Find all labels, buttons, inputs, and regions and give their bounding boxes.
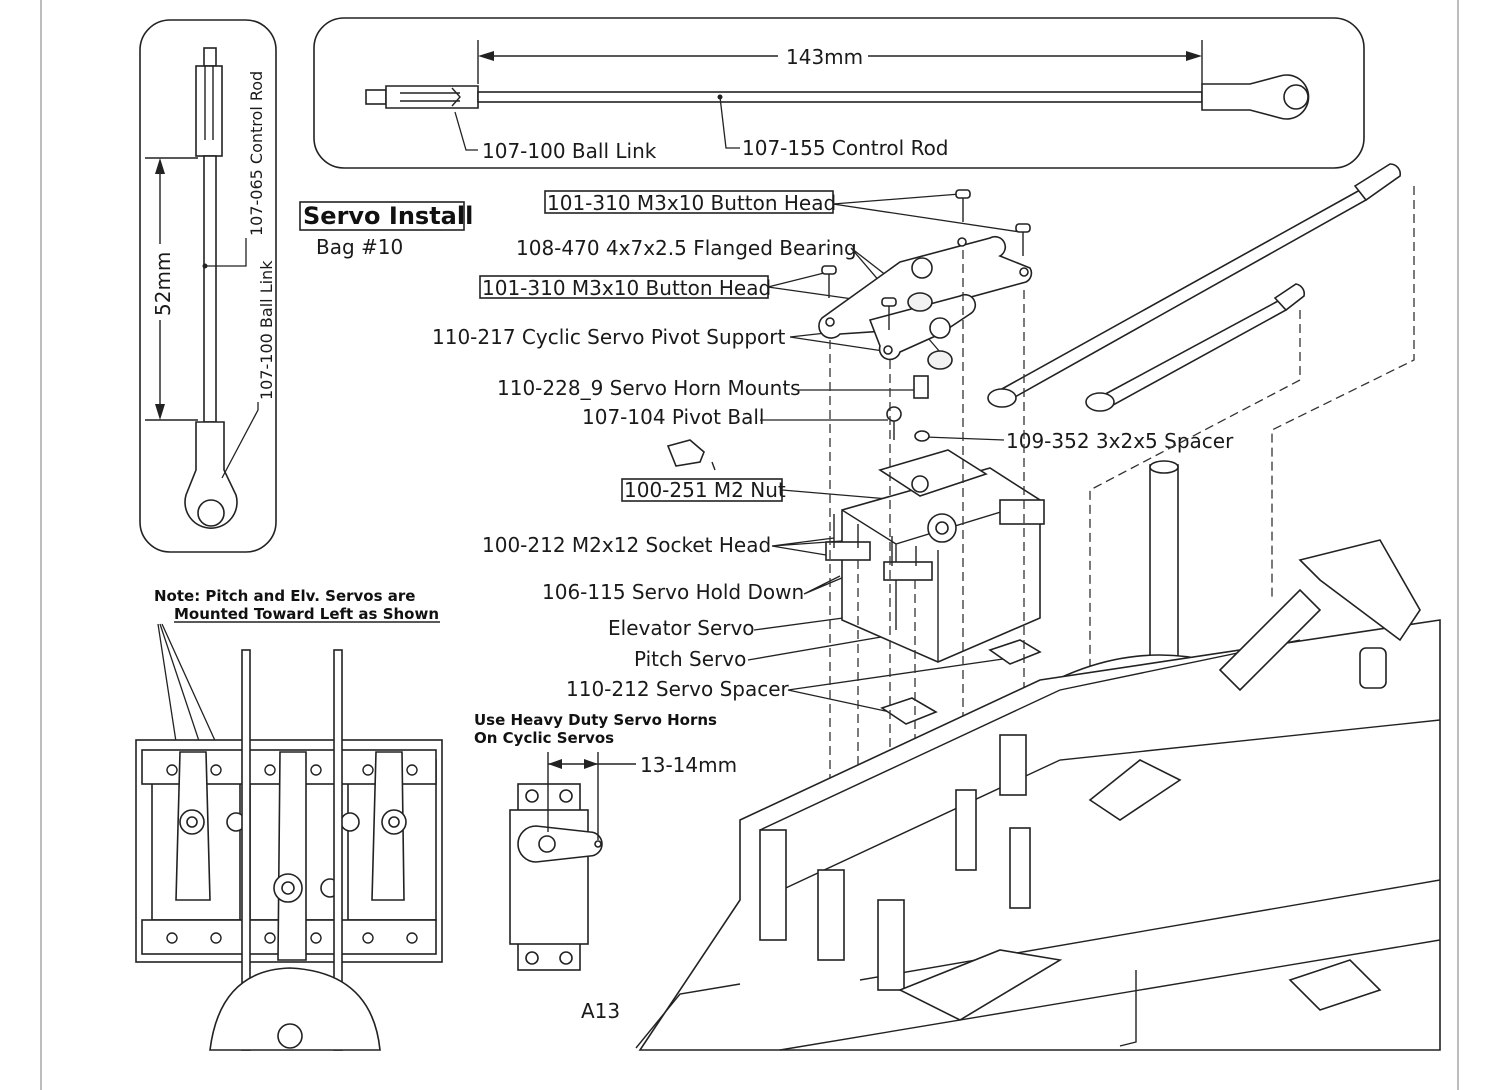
servo-mount-note-line2: Mounted Toward Left as Shown — [174, 605, 439, 623]
long-rod-dimension: 143mm — [786, 45, 863, 69]
long-rod-panel — [313, 17, 1365, 169]
callout-horn-mounts: 110-228_9 Servo Horn Mounts — [497, 376, 801, 400]
callout-servo-spacer: 110-212 Servo Spacer — [566, 677, 790, 701]
exploded-parts — [666, 189, 1033, 471]
servo-hold-down-left — [825, 541, 871, 561]
servo-arm-center — [277, 751, 307, 961]
long-rod-left-link — [385, 85, 479, 109]
horn-dimension: 13-14mm — [640, 753, 737, 777]
servo-mount-note-line1: Note: Pitch and Elv. Servos are — [154, 587, 415, 605]
servo-tray-base — [209, 967, 381, 1051]
callout-button-head-upper: 101-310 M3x10 Button Head — [547, 191, 836, 215]
callout-pivot-ball: 107-104 Pivot Ball — [582, 405, 764, 429]
servo-block — [841, 467, 1041, 663]
bag-number: Bag #10 — [316, 235, 403, 259]
long-rod-detail: 143mm 107-100 Ball Link 107-155 Control … — [313, 17, 1365, 169]
callout-pitch-servo: Pitch Servo — [634, 647, 746, 671]
frame-post — [999, 734, 1027, 796]
servo-hold-down-right — [883, 561, 933, 581]
short-rod-top-tip — [203, 47, 217, 67]
long-rod-left-tip — [365, 89, 387, 105]
servo-horn-outline — [517, 825, 603, 863]
callout-button-head-lower: 101-310 M3x10 Button Head — [482, 276, 771, 300]
callout-flanged-bearing: 108-470 4x7x2.5 Flanged Bearing — [516, 236, 857, 260]
servo-horn — [878, 449, 988, 497]
long-rod-ball-link-label: 107-100 Ball Link — [482, 139, 657, 163]
figure-title: Servo Install — [303, 202, 473, 230]
callout-servo-hold-down: 106-115 Servo Hold Down — [542, 580, 804, 604]
servo-spacer-back — [988, 639, 1042, 665]
button-head-screws — [821, 189, 1031, 330]
linkage-rods — [987, 163, 1401, 412]
pivot-support-upper — [818, 235, 1033, 339]
callout-elevator-servo: Elevator Servo — [608, 616, 755, 640]
horn-note-line2: On Cyclic Servos — [474, 729, 614, 747]
short-rod-top-link — [195, 65, 223, 157]
bearing-upper — [907, 292, 933, 312]
horn-note-line1: Use Heavy Duty Servo Horns — [474, 711, 717, 729]
short-rod-control-rod-label: 107-065 Control Rod — [247, 71, 266, 236]
frame-bolt-right — [1359, 647, 1387, 689]
page-border-left — [40, 0, 42, 1090]
linkage-rod-short — [1096, 298, 1288, 412]
short-rod-ball-link-label: 107-100 Ball Link — [257, 260, 276, 400]
spacer-3x2x5 — [914, 430, 930, 442]
frame-arm — [1298, 539, 1421, 642]
servo-horn-note: Use Heavy Duty Servo Horns On Cyclic Ser… — [474, 711, 737, 971]
cyclic-servo-assembly — [825, 449, 1045, 725]
helicopter-frame — [638, 460, 1441, 1051]
short-rod-panel — [139, 19, 277, 553]
linkage-rod-long — [998, 188, 1368, 404]
callout-pivot-support: 110-217 Cyclic Servo Pivot Support — [432, 325, 786, 349]
bearing-lower — [927, 350, 953, 370]
short-rod-dimension: 52mm — [151, 252, 175, 316]
callout-labels: 101-310 M3x10 Button Head 108-470 4x7x2.… — [432, 190, 1234, 701]
servo-spacer-front — [880, 697, 938, 725]
page-reference: A13 — [581, 999, 620, 1023]
callout-socket-head: 100-212 M2x12 Socket Head — [482, 533, 771, 557]
page-border-right — [1457, 0, 1459, 1090]
short-rod-detail: 52mm 107-065 Control Rod 107-100 Ball Li… — [139, 19, 277, 553]
threadlocker-bottle — [666, 439, 705, 467]
long-rod-control-rod-label: 107-155 Control Rod — [742, 136, 949, 160]
callout-box-0 — [544, 190, 834, 214]
servo-hold-down-back — [999, 499, 1045, 525]
title-box — [299, 201, 465, 231]
servo-tray-detail: Note: Pitch and Elv. Servos are Mounted … — [135, 587, 443, 1051]
servo-horn-mount — [913, 375, 929, 399]
callout-m2-nut: 100-251 M2 Nut — [624, 478, 786, 502]
pivot-ball — [886, 406, 902, 422]
short-rod-shaft — [203, 155, 217, 423]
callout-spacer-3x2x5: 109-352 3x2x5 Spacer — [1006, 429, 1234, 453]
short-rod-ball-link — [184, 421, 238, 529]
long-rod-shaft — [477, 91, 1203, 103]
